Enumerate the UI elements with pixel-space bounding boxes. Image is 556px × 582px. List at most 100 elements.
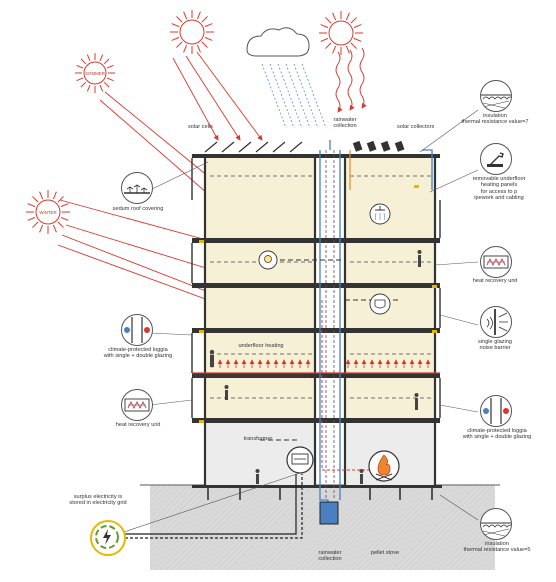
heat-recovery-icon-left [121, 389, 153, 421]
solar-collectors-label: solar collectors [397, 124, 435, 130]
sun-ray-spoke [86, 54, 91, 62]
sun-ray-spoke [52, 224, 57, 233]
sun-ray-spoke [60, 216, 69, 221]
underfloor-heating-label: underfloor heating [238, 343, 284, 349]
sun-ray-spoke [52, 191, 57, 200]
people-figures [209, 250, 422, 484]
sedum-label: sedum roof covering [112, 206, 164, 212]
sun-ray-spoke [325, 42, 332, 49]
sun-ray-spoke [325, 17, 332, 24]
summer-sun-icon [170, 10, 214, 54]
vent-markers [199, 185, 437, 423]
single-glazing-label: single glazing noise barrier [478, 339, 512, 352]
loggia-right-label: climate-protected loggia with single + d… [462, 428, 532, 441]
rainwater-collection-top-label: rainwater collection [333, 117, 357, 130]
sun-ray-spoke [345, 45, 350, 54]
sun-ray-spoke [204, 36, 213, 41]
winter-sun-icon [26, 190, 70, 234]
insulation-bottom-label: insulation thermal resistance value=5 [463, 541, 531, 554]
sun-ray-spoke [103, 58, 110, 65]
sun-rays-wavy [335, 47, 367, 113]
sun-ray-spoke [57, 196, 64, 203]
solar-cells-array [204, 141, 303, 153]
surplus-electricity-label: surplus electricity is stored in electri… [69, 494, 127, 507]
sun-ray-spoke [196, 44, 201, 53]
removable-floor-label: removable underfloor heating panels for … [472, 176, 526, 202]
winter-sun-label: WINTER [39, 210, 56, 215]
power-grid-icon [90, 520, 126, 556]
sun-ray-spoke [27, 216, 36, 221]
sun-ray-spoke [57, 221, 64, 228]
heat-recovery-right-label: heat recovery unit [472, 278, 518, 284]
sun-ray-spoke [60, 203, 69, 208]
sedum-icon [121, 172, 153, 204]
insulation-icon-bottom [480, 508, 512, 540]
loggia-icon [121, 314, 153, 346]
loggia-left-label: climate-protected loggia with single + d… [103, 347, 173, 360]
summer-sun-label: SOMMER [85, 71, 105, 76]
heat-recovery-icon [480, 246, 512, 278]
sun-ray-spoke [332, 12, 337, 21]
sun-ray-spoke [39, 224, 44, 233]
power-line [100, 474, 303, 539]
heating-pipes [321, 300, 385, 471]
underfloor-heating-arrows [209, 359, 431, 368]
transformer-label: transformer [243, 436, 273, 442]
sun-ray-spoke [27, 203, 36, 208]
sun-ray-spoke [80, 81, 87, 88]
leader-lines [117, 109, 479, 535]
summer-sun-small-icon [75, 53, 115, 93]
rain-lines [261, 63, 327, 129]
pellet-stove-label: pellet stove [370, 550, 400, 556]
sun-ray-spoke [86, 84, 91, 92]
sun-ray-spoke [201, 16, 208, 23]
lamp-icon [258, 250, 278, 270]
sun-ray-spoke [171, 23, 180, 28]
sun-ray-spoke [103, 81, 110, 88]
sun-ray-spoke [176, 41, 183, 48]
sun-ray-spoke [32, 221, 39, 228]
sun-ray-spoke [350, 17, 357, 24]
loggia-icon-right [480, 395, 512, 427]
sun-ray-spoke [183, 44, 188, 53]
sun-ray-spoke [106, 77, 114, 82]
sun-ray-spoke [204, 23, 213, 28]
tools-icon [480, 143, 512, 175]
heat-recovery-left-label: heat recovery unit [115, 422, 161, 428]
sun-ray-spoke [171, 36, 180, 41]
rainwater-tank [319, 501, 339, 525]
sun-ray-spoke [350, 42, 357, 49]
rainwater-collection-bottom-label: rainwater collection [318, 550, 342, 563]
toilet-icon [369, 293, 391, 315]
sun-ray-spoke [76, 77, 84, 82]
sun-ray-spoke [196, 11, 201, 20]
sun-ray-spoke [176, 16, 183, 23]
insulation-top-label: insulation thermal resistance value=7 [461, 113, 529, 126]
solar-cells-label: solar cells [188, 124, 213, 130]
fire-icon [368, 450, 400, 482]
sun-ray-spoke [32, 196, 39, 203]
cloud-icon [246, 27, 310, 57]
sun-ray-spoke [99, 54, 104, 62]
sun-ray-spoke [353, 37, 362, 42]
sun-ray-spoke [332, 45, 337, 54]
building-structure [191, 150, 442, 500]
sun-ray-spoke [106, 64, 114, 69]
glazing-icon [480, 306, 512, 338]
sun-right-icon [319, 11, 363, 55]
shower-icon [369, 203, 391, 225]
sun-ray-spoke [39, 191, 44, 200]
sun-ray-spoke [201, 41, 208, 48]
meter-icon [286, 446, 314, 474]
sun-ray-spoke [345, 12, 350, 21]
sun-ray-spoke [76, 64, 84, 69]
insulation-icon [480, 80, 512, 112]
solar-collectors-array [352, 140, 405, 152]
sun-ray-spoke [320, 24, 329, 29]
sun-ray-spoke [183, 11, 188, 20]
sun-ray-spoke [80, 58, 87, 65]
sun-ray-spoke [353, 24, 362, 29]
sun-ray-spoke [99, 84, 104, 92]
